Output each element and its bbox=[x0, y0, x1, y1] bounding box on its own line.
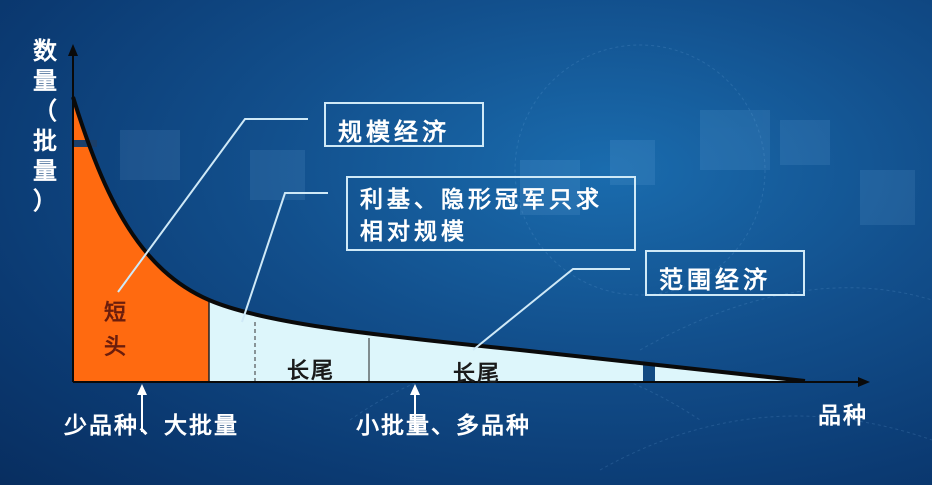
scale-economy-text: 规模经济 bbox=[338, 117, 450, 146]
y-axis-label: 数 量 （ 批 量 ） bbox=[30, 36, 60, 216]
hidden-champion-line2: 相对规模 bbox=[360, 218, 468, 245]
leader-line-scale bbox=[117, 118, 308, 293]
head-band bbox=[73, 140, 97, 147]
leader-line-scope bbox=[472, 268, 630, 351]
y-axis-char: 批 bbox=[33, 126, 57, 155]
x-axis-label: 品种 bbox=[818, 402, 868, 429]
short-head-label: 短 头 bbox=[104, 296, 126, 364]
short-head-char: 头 bbox=[104, 334, 127, 360]
y-axis-char: 量 bbox=[33, 66, 57, 95]
scope-economy-box: 范围经济 bbox=[645, 250, 805, 296]
scope-economy-text: 范围经济 bbox=[659, 265, 771, 294]
y-axis-char: 数 bbox=[33, 36, 57, 65]
background-arcs bbox=[349, 44, 932, 471]
y-axis-char: 量 bbox=[33, 156, 57, 185]
y-axis-char: （ bbox=[33, 96, 57, 125]
long-tail-area bbox=[209, 300, 800, 382]
few-varieties-large-batch-label: 少品种、大批量 bbox=[64, 412, 239, 439]
short-head-area bbox=[73, 97, 209, 382]
y-axis-arrow-icon bbox=[68, 44, 78, 56]
long-tail-label-1: 长尾 bbox=[287, 358, 336, 384]
long-tail-label-2: 长尾 bbox=[453, 361, 502, 387]
small-batch-many-varieties-label: 小批量、多品种 bbox=[356, 412, 531, 439]
arrow-up-left-icon bbox=[137, 384, 147, 395]
demand-curve bbox=[71, 96, 806, 383]
background-decoration bbox=[120, 110, 915, 225]
hidden-champion-box: 利基、隐形冠军只求 相对规模 bbox=[346, 176, 636, 251]
arrow-up-middle-icon bbox=[410, 384, 420, 395]
scale-economy-box: 规模经济 bbox=[324, 102, 484, 147]
y-axis-char: ） bbox=[33, 186, 57, 215]
short-head-char: 短 bbox=[104, 300, 127, 326]
x-axis-arrow-icon bbox=[858, 377, 870, 387]
leader-line-hidden-champion bbox=[241, 192, 328, 323]
hidden-champion-line1: 利基、隐形冠军只求 bbox=[360, 186, 603, 213]
